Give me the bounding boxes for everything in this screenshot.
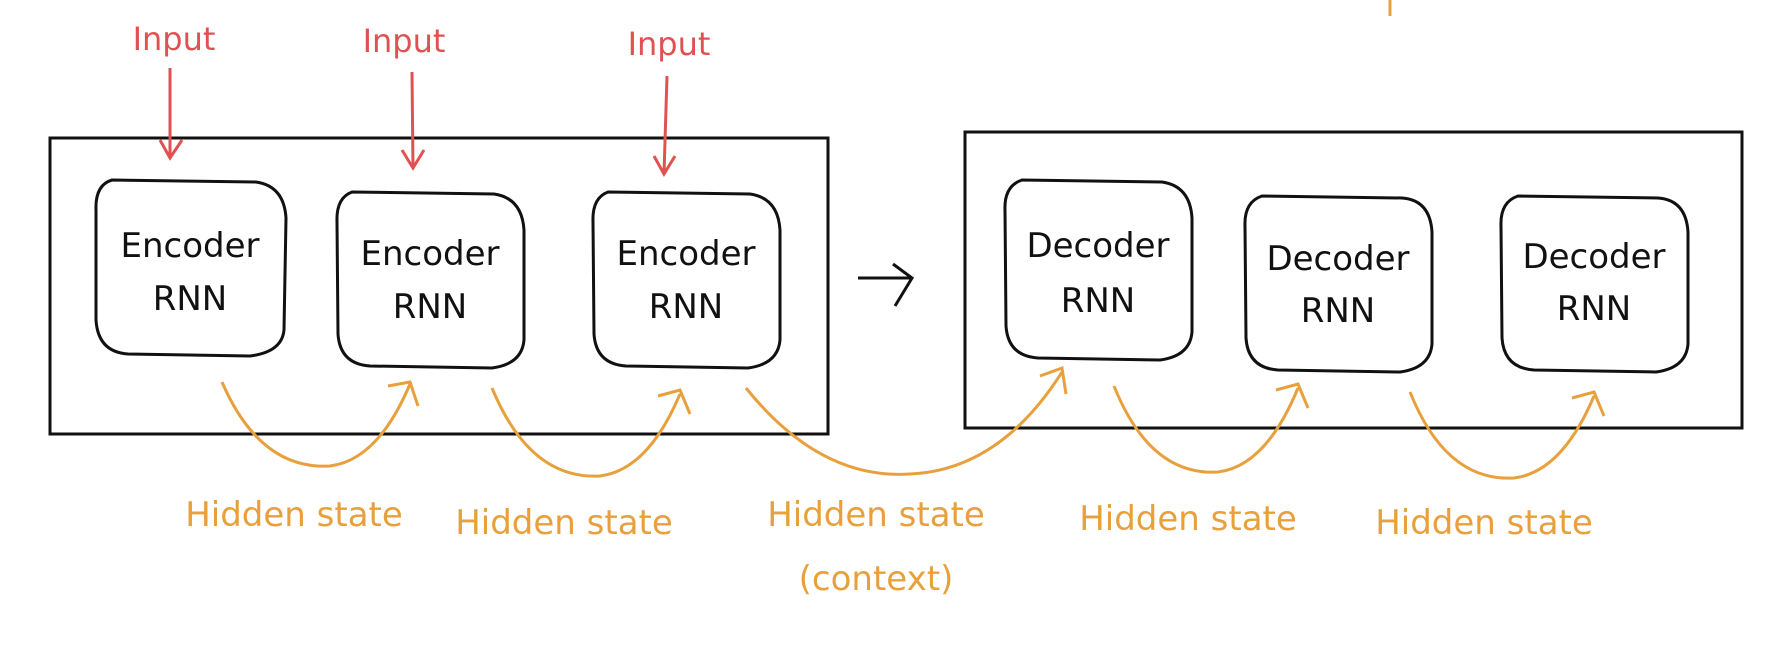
hidden-state-arc	[1408, 391, 1596, 480]
decoder-node-label: Decoder	[1026, 226, 1169, 266]
input-label: Input	[628, 25, 711, 63]
hidden-state-arc	[1112, 385, 1300, 474]
input-arrow	[662, 75, 669, 175]
decoder-box	[963, 130, 1744, 430]
decoder-node: Decoder RNN	[1003, 178, 1194, 362]
hidden-state-arc	[220, 381, 412, 468]
encoder-node-label: Encoder	[616, 234, 755, 274]
decoder-node: Decoder RNN	[1243, 194, 1434, 374]
encoder-node-label: Encoder	[360, 234, 499, 274]
encoder-node: Encoder RNN	[94, 178, 288, 358]
encoder-node-label: RNN	[393, 287, 468, 327]
hidden-state-arc	[490, 387, 682, 478]
input-arrows	[158, 68, 677, 177]
hidden-state-label: Hidden state	[1079, 499, 1297, 539]
hidden-state-sublabel: (context)	[799, 559, 954, 599]
decoder-node-label: Decoder	[1522, 237, 1665, 277]
hidden-state-arc	[744, 371, 1064, 476]
decoder-node-label: RNN	[1061, 281, 1136, 321]
connection-arrow	[858, 262, 914, 307]
encoder-node: Encoder RNN	[335, 190, 526, 370]
input-arrow	[410, 71, 415, 169]
hidden-state-label: Hidden state	[1375, 503, 1593, 543]
encoder-node-label: Encoder	[120, 226, 259, 266]
hidden-state-label: Hidden state	[767, 495, 985, 535]
hidden-state-label: Hidden state	[455, 503, 673, 543]
encoder-node: Encoder RNN	[591, 190, 782, 370]
hidden-state-label: Hidden state	[185, 495, 403, 535]
decoder-node-label: RNN	[1301, 291, 1376, 331]
decoder-node: Decoder RNN	[1499, 194, 1690, 374]
encoder-box	[48, 136, 830, 436]
input-label: Input	[133, 20, 216, 58]
input-label: Input	[363, 22, 446, 60]
decoder-node-label: Decoder	[1266, 239, 1409, 279]
hidden-state-arcs	[220, 365, 1606, 480]
encoder-node-label: RNN	[153, 279, 228, 319]
encoder-node-label: RNN	[649, 287, 724, 327]
decoder-node-label: RNN	[1557, 289, 1632, 329]
